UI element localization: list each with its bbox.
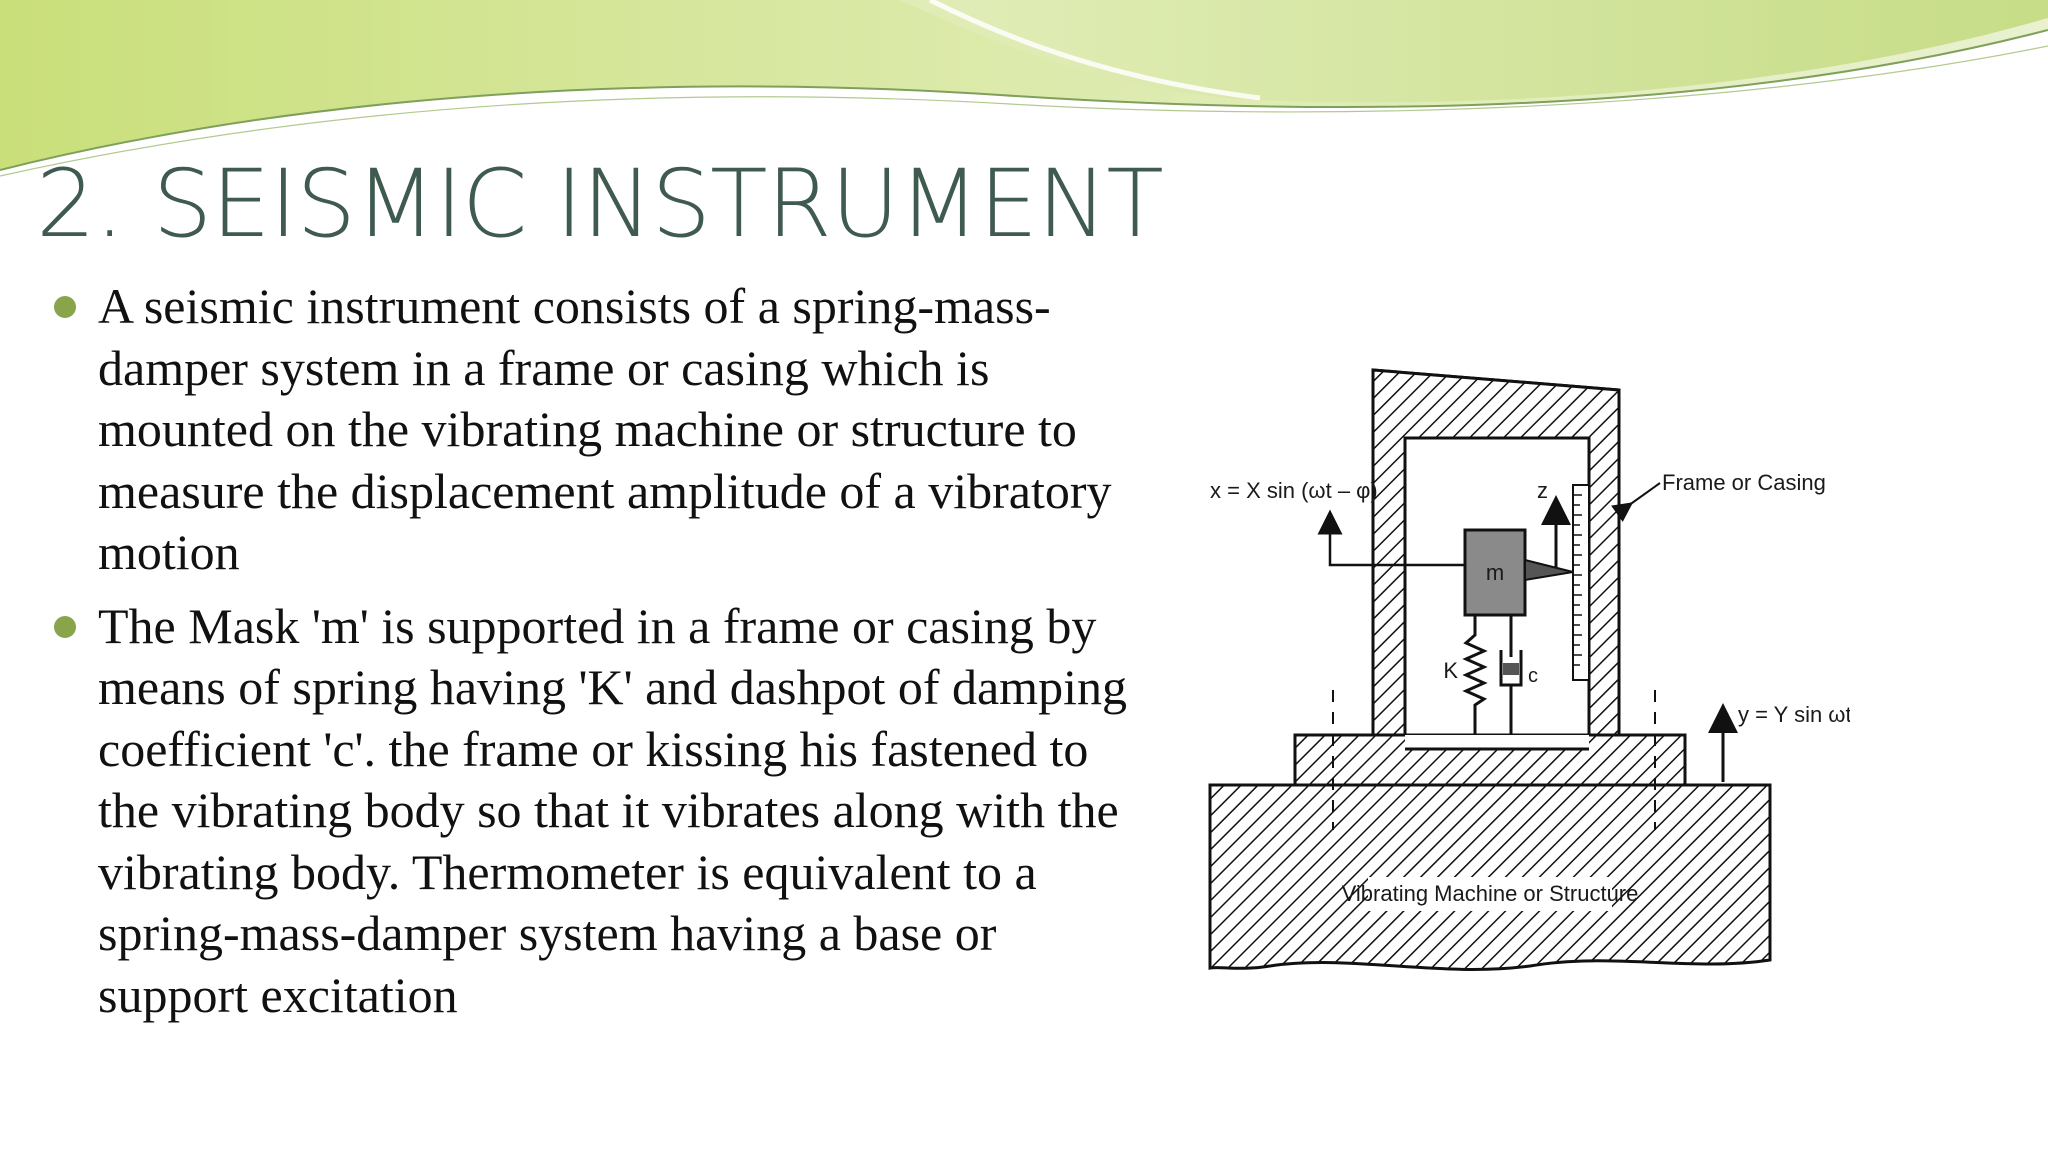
mass-label: m	[1486, 560, 1504, 585]
bullet-item: A seismic instrument consists of a sprin…	[52, 276, 1142, 584]
dashpot-damper	[1499, 615, 1523, 735]
bullet-item: The Mask 'm' is supported in a frame or …	[52, 596, 1142, 1027]
bullet-text: The Mask 'm' is supported in a frame or …	[98, 597, 1127, 1023]
mass-pointer	[1524, 558, 1574, 582]
scale-label: z	[1537, 478, 1548, 503]
bullet-dot-icon	[54, 615, 76, 638]
slide-title: 2. SEISMIC INSTRUMENT	[36, 150, 1164, 259]
bullet-list: A seismic instrument consists of a sprin…	[52, 276, 1142, 1038]
measuring-scale	[1572, 484, 1590, 681]
spring-label: K	[1443, 658, 1458, 683]
damper-label: c	[1528, 665, 1538, 687]
spring	[1462, 615, 1488, 735]
frame-label: Frame or Casing	[1662, 470, 1826, 495]
bullet-dot-icon	[54, 296, 76, 318]
mass-block	[1463, 528, 1527, 617]
bullet-text: A seismic instrument consists of a sprin…	[98, 278, 1112, 580]
base-motion-label: y = Y sin ωt	[1738, 702, 1850, 727]
header-swoosh-decoration	[0, 0, 2048, 177]
base-label: Vibrating Machine or Structure	[1342, 881, 1639, 906]
seismic-instrument-diagram: Vibrating Machine or Structure z m K c	[1208, 368, 1850, 971]
mass-motion-label: x = X sin (ωt – φ)	[1210, 478, 1378, 503]
